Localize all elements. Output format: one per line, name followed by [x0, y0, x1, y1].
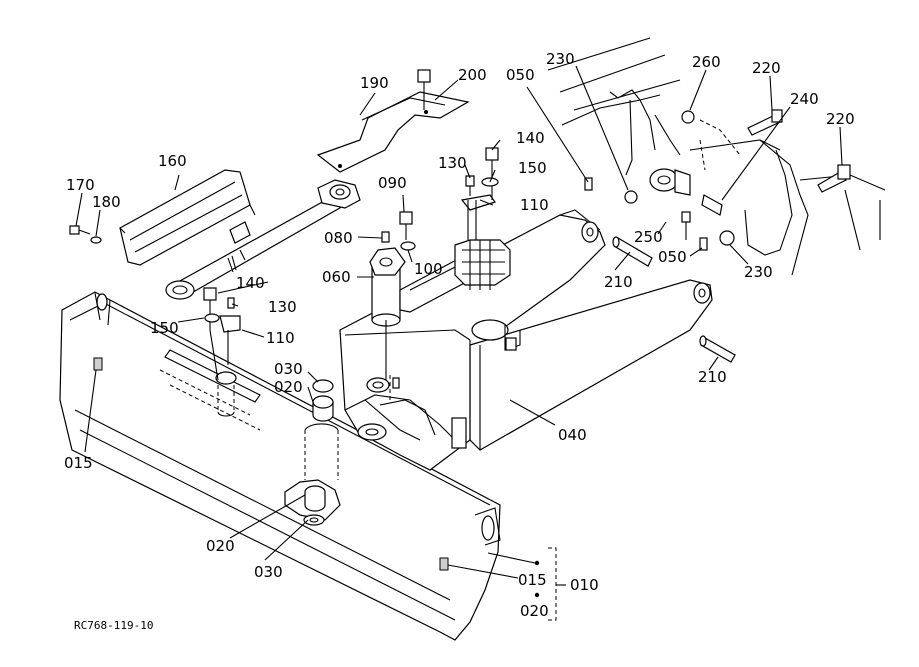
callout-200: 200: [458, 66, 487, 84]
pin-210-lower: [699, 335, 736, 363]
bolt-170: [69, 225, 91, 235]
callout-080: 080: [324, 229, 353, 247]
tractor-frame: [547, 37, 886, 276]
bolt-220-lower: [817, 164, 851, 193]
callout-labels: 190 200 050 230 260 220 240 220 160 140 …: [64, 50, 855, 620]
valve-block: [454, 147, 511, 290]
callout-050-upper: 050: [506, 66, 535, 84]
callout-100: 100: [414, 260, 443, 278]
callout-110-upper: 110: [520, 196, 549, 214]
callout-230-lower: 230: [744, 263, 773, 281]
callout-210-lower: 210: [698, 368, 727, 386]
cover-160: [119, 169, 256, 266]
callout-230-upper: 230: [546, 50, 575, 68]
callout-015-left: 015: [64, 454, 93, 472]
callout-110-lower: 110: [266, 329, 295, 347]
callout-130-upper: 130: [438, 154, 467, 172]
drawing-code: RC768-119-10: [74, 619, 153, 632]
washer-100: [400, 241, 416, 251]
callout-250: 250: [634, 228, 663, 246]
bushing-020-upper: [312, 395, 334, 422]
callout-210-upper: 210: [604, 273, 633, 291]
fitting-050-lower: [699, 237, 708, 251]
pivot-250: [649, 168, 723, 240]
ref-dot-020: [534, 592, 540, 598]
callout-015-right: 015: [518, 571, 547, 589]
callout-240: 240: [790, 90, 819, 108]
callout-050-lower: 050: [658, 248, 687, 266]
callout-150-lower: 150: [150, 319, 179, 337]
callout-030-lower: 030: [254, 563, 283, 581]
bolt-220-upper: [747, 109, 783, 136]
callout-040: 040: [558, 426, 587, 444]
callout-260: 260: [692, 53, 721, 71]
frame-040: [339, 209, 713, 471]
callout-060: 060: [322, 268, 351, 286]
callout-030-upper: 030: [274, 360, 303, 378]
callout-130-lower: 130: [268, 298, 297, 316]
fitting-080: [381, 231, 390, 243]
nut-230-lower: [719, 230, 735, 246]
bushing-030-upper: [312, 379, 334, 393]
callout-020-lower: 020: [206, 537, 235, 555]
callout-010: 010: [570, 576, 599, 594]
callout-180: 180: [92, 193, 121, 211]
callout-090: 090: [378, 174, 407, 192]
callout-020-bottom: 020: [520, 602, 549, 620]
fitting-050-upper: [584, 177, 593, 191]
bolt-090: [399, 211, 413, 240]
blade-bracket: [284, 479, 341, 526]
callout-170: 170: [66, 176, 95, 194]
callout-140-upper: 140: [516, 129, 545, 147]
callout-140-lower: 140: [236, 274, 265, 292]
leader-lines: [75, 65, 843, 621]
nut-230-upper: [624, 190, 638, 204]
washer-180: [90, 236, 102, 244]
ref-dot-015: [534, 560, 540, 566]
grease-fitting-140-left: [203, 287, 241, 417]
cylinder-060: [366, 247, 471, 400]
callout-150-upper: 150: [518, 159, 547, 177]
callout-160: 160: [158, 152, 187, 170]
callout-190: 190: [360, 74, 389, 92]
nut-260: [681, 110, 695, 124]
callout-220-lower: 220: [826, 110, 855, 128]
pin-210-upper: [612, 236, 653, 267]
callout-020-upper: 020: [274, 378, 303, 396]
callout-220-upper: 220: [752, 59, 781, 77]
bracket-190: [316, 69, 470, 173]
left-arm: [165, 179, 361, 300]
